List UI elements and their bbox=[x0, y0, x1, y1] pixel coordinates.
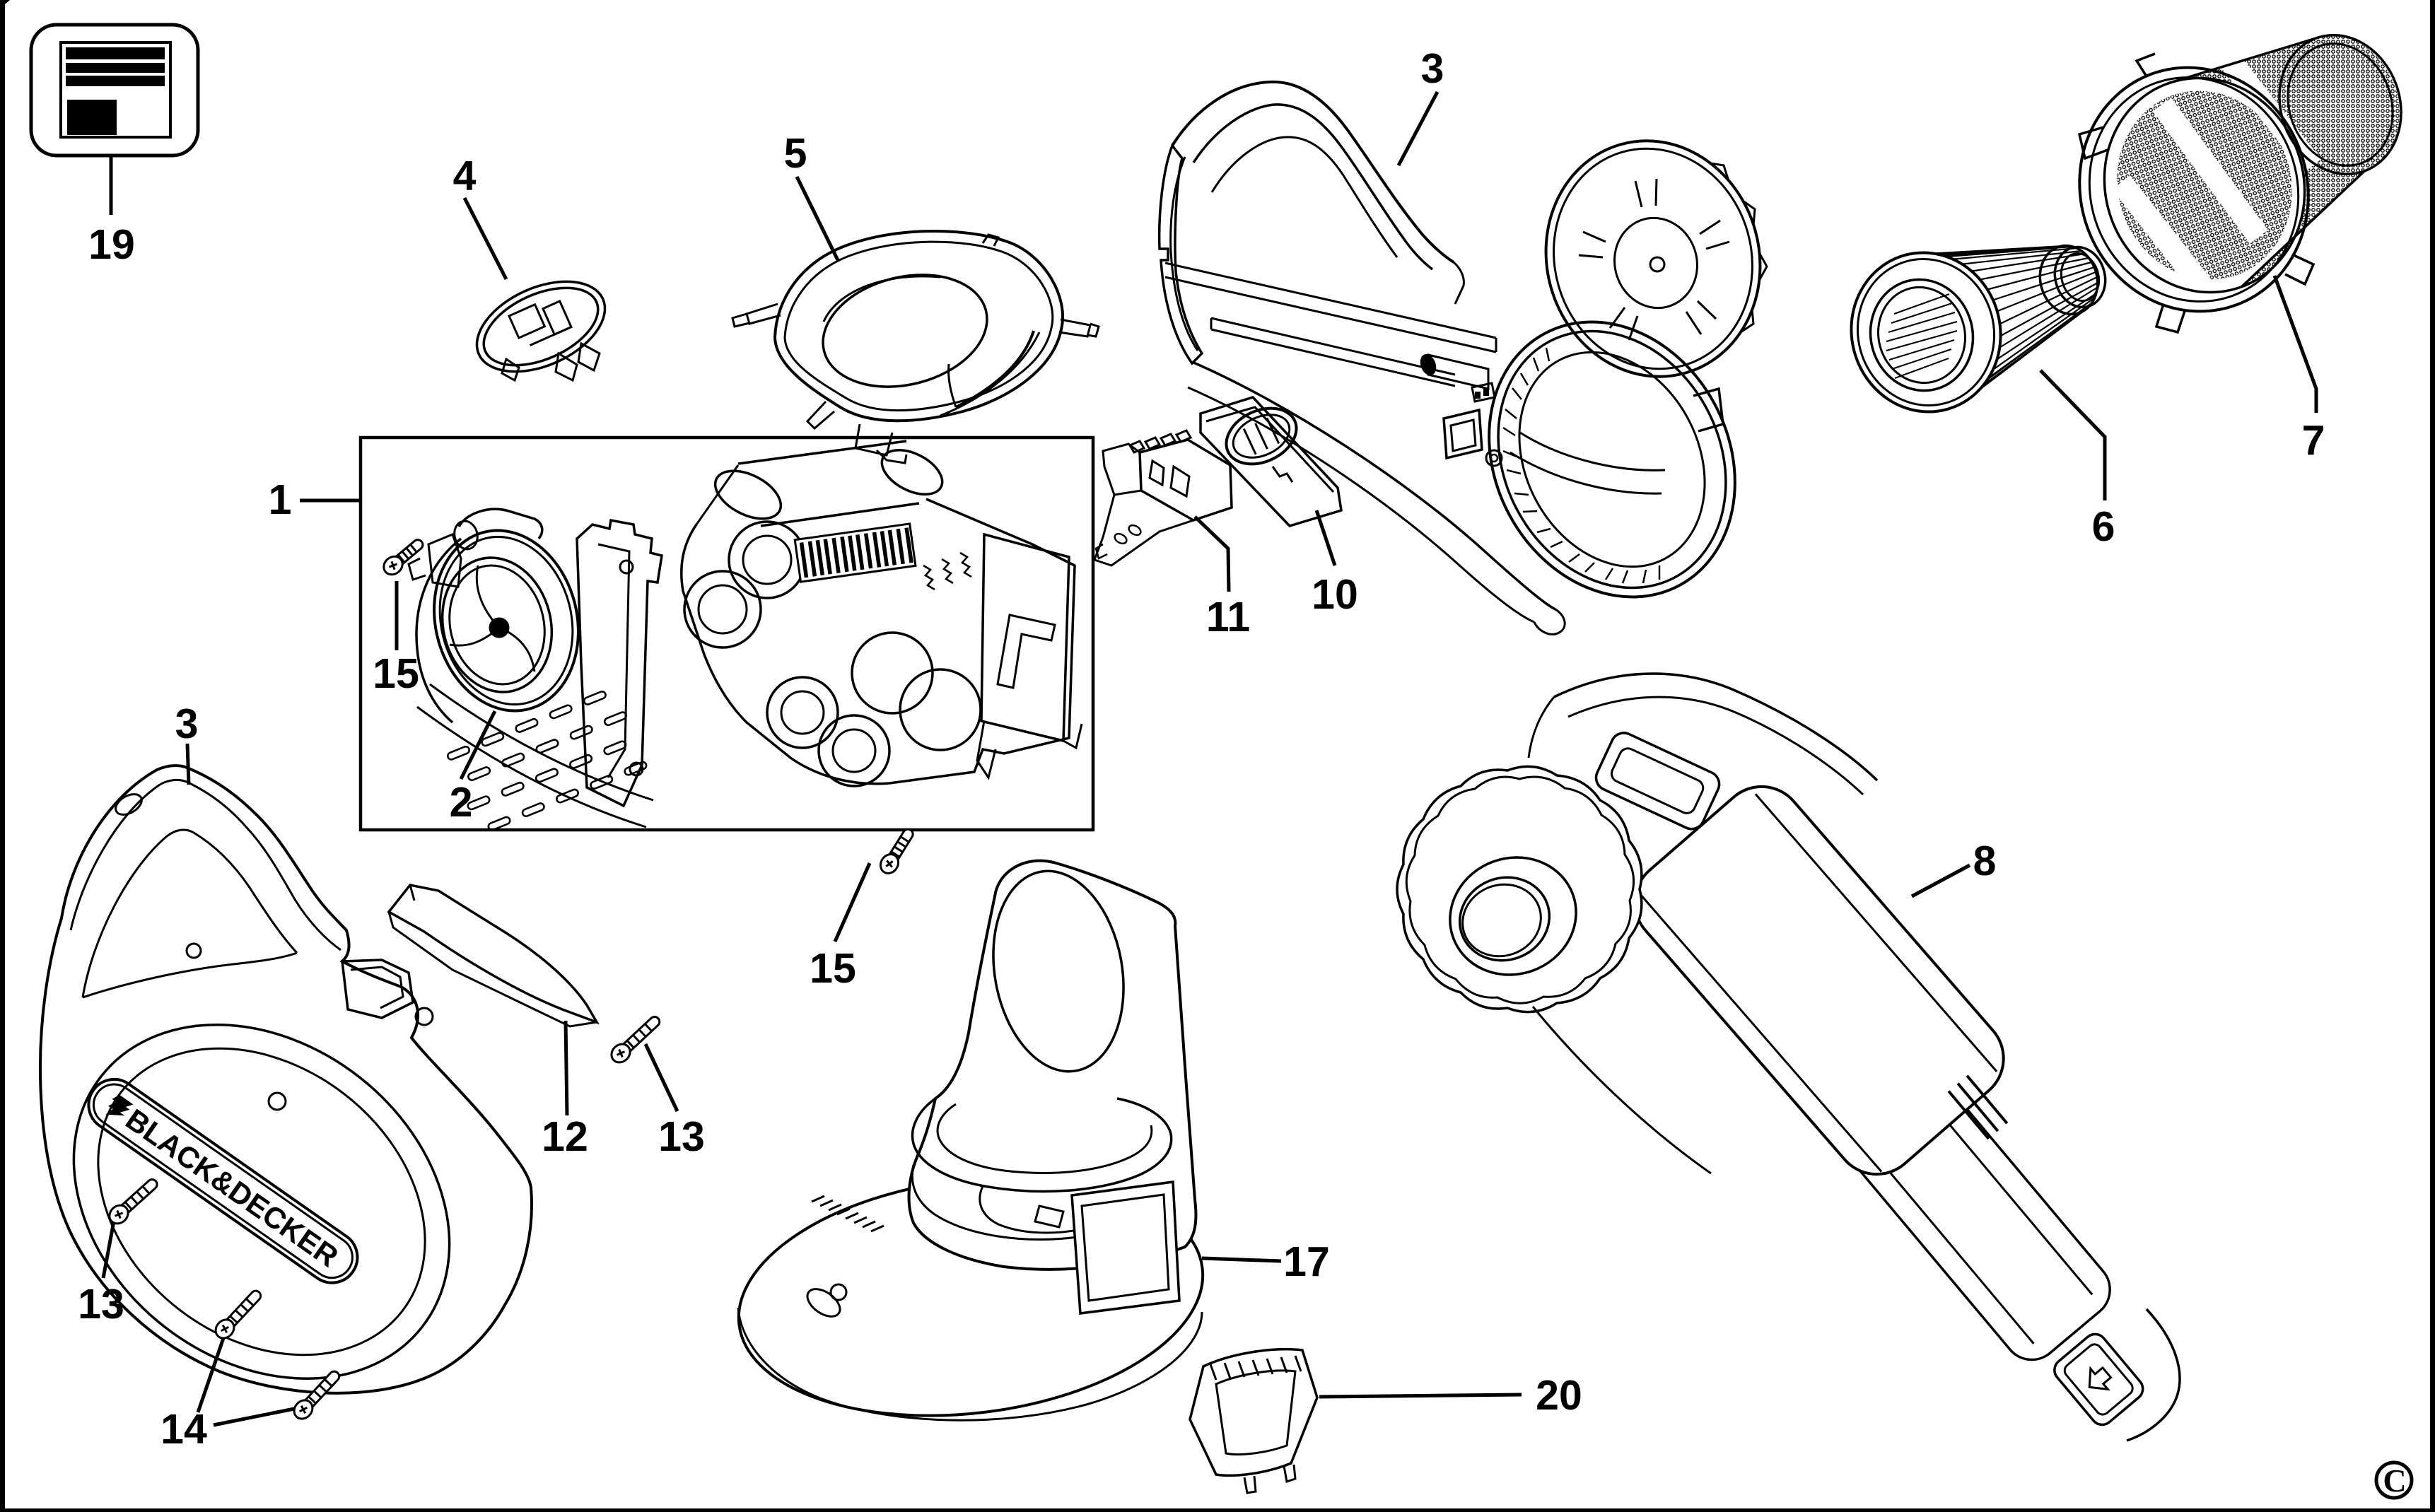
svg-text:6: 6 bbox=[2092, 503, 2115, 550]
svg-text:19: 19 bbox=[88, 221, 135, 268]
svg-text:13: 13 bbox=[658, 1113, 705, 1160]
svg-text:C: C bbox=[2383, 1463, 2406, 1499]
svg-text:12: 12 bbox=[542, 1113, 588, 1160]
svg-text:1: 1 bbox=[269, 476, 292, 523]
svg-text:11: 11 bbox=[1206, 594, 1250, 640]
svg-text:20: 20 bbox=[1536, 1372, 1582, 1419]
svg-text:13: 13 bbox=[78, 1281, 124, 1328]
svg-text:10: 10 bbox=[1312, 571, 1358, 618]
svg-text:5: 5 bbox=[784, 130, 807, 177]
svg-text:17: 17 bbox=[1283, 1238, 1330, 1285]
svg-text:15: 15 bbox=[373, 650, 419, 697]
svg-text:8: 8 bbox=[1973, 838, 1997, 884]
svg-text:4: 4 bbox=[453, 153, 477, 199]
svg-text:3: 3 bbox=[175, 701, 199, 747]
svg-text:7: 7 bbox=[2302, 417, 2325, 464]
svg-text:14: 14 bbox=[160, 1406, 207, 1453]
svg-text:15: 15 bbox=[810, 945, 856, 992]
svg-text:3: 3 bbox=[1421, 45, 1444, 92]
